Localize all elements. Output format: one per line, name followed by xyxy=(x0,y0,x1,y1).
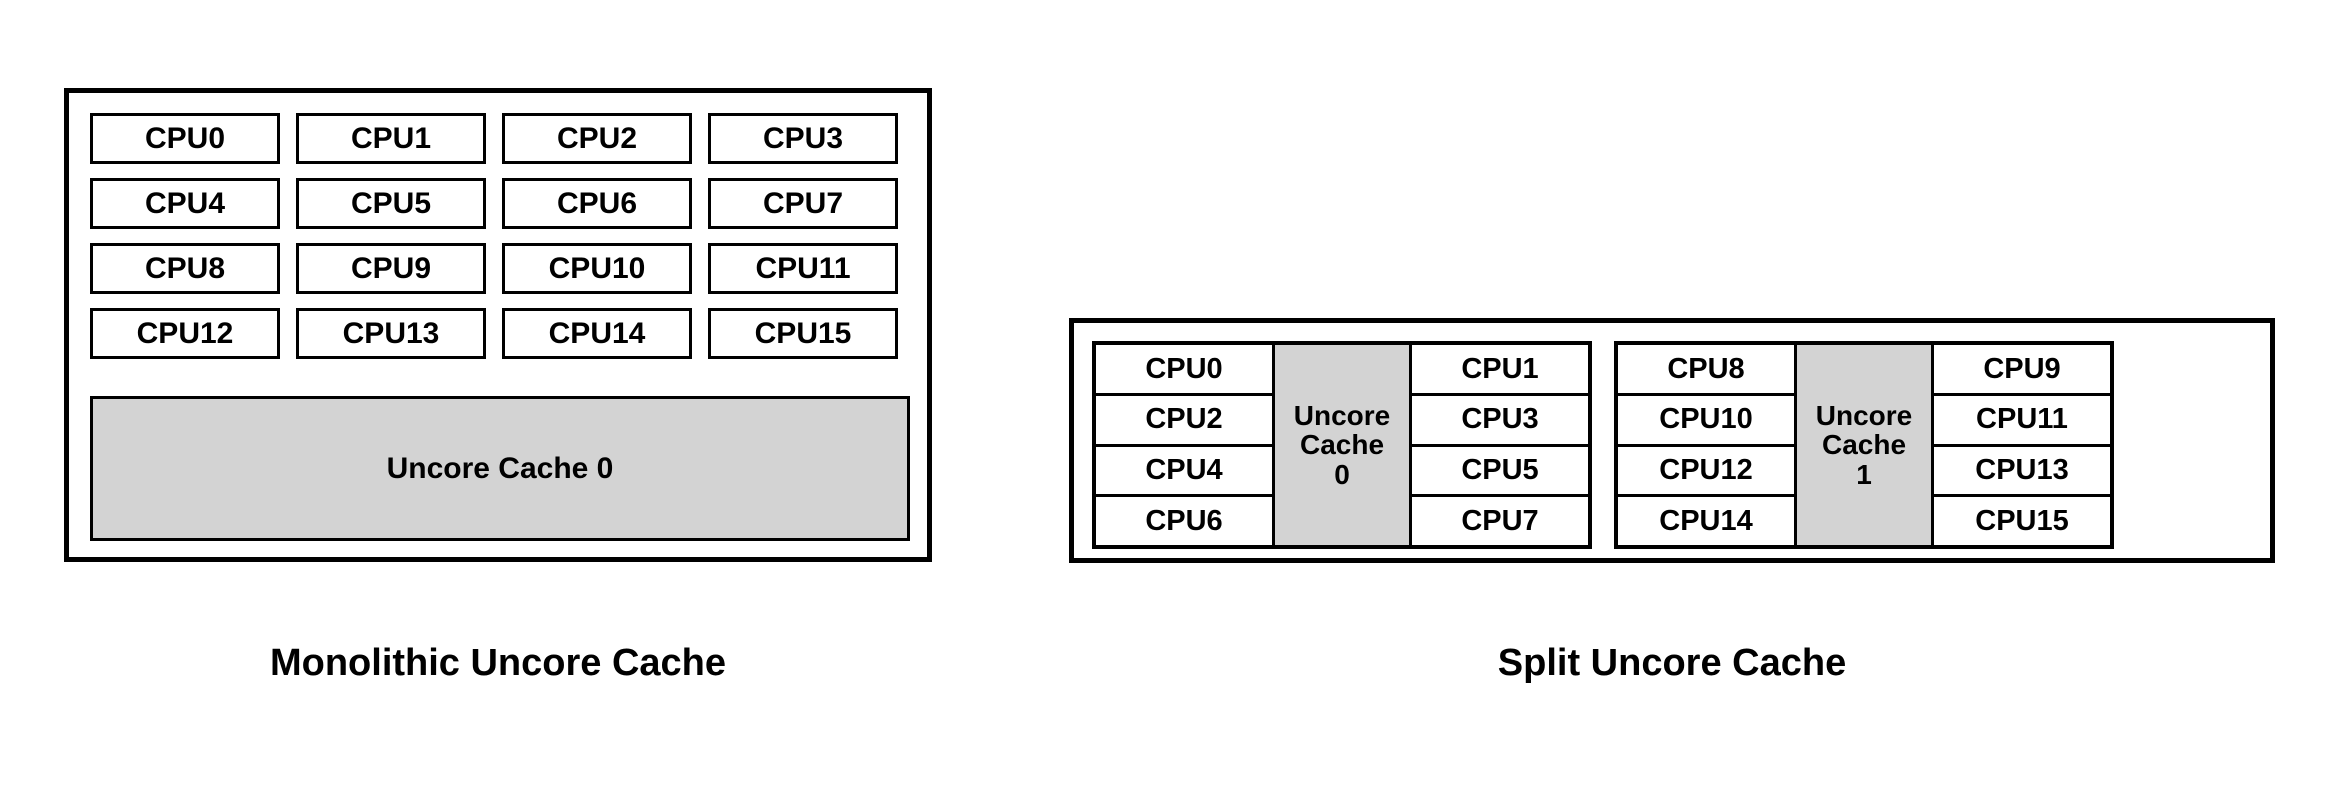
cpu-column-left: CPU0 CPU2 CPU4 CPU6 xyxy=(1096,345,1272,545)
cpu-box: CPU8 xyxy=(1618,345,1794,396)
cpu-box: CPU4 xyxy=(90,178,280,229)
uncore-cache-box: Uncore Cache 0 xyxy=(90,396,910,541)
cpu-label: CPU1 xyxy=(350,121,432,155)
cpu-label: CPU7 xyxy=(1461,504,1539,537)
cpu-box: CPU0 xyxy=(1096,345,1272,396)
split-group: CPU8 CPU10 CPU12 CPU14 Uncore Cache 1 xyxy=(1614,341,2114,549)
cpu-box: CPU6 xyxy=(1096,497,1272,545)
uncore-cache-line: Cache xyxy=(1299,429,1385,461)
split-package-box: CPU0 CPU2 CPU4 CPU6 Uncore Cache 0 xyxy=(1069,318,2275,563)
cpu-label: CPU15 xyxy=(1975,504,2069,537)
cpu-box: CPU12 xyxy=(1618,446,1794,498)
cpu-box: CPU1 xyxy=(296,113,486,164)
cpu-box: CPU3 xyxy=(708,113,898,164)
cpu-label: CPU4 xyxy=(1145,454,1223,487)
caption-text: Split Uncore Cache xyxy=(1497,642,1847,684)
split-group: CPU0 CPU2 CPU4 CPU6 Uncore Cache 0 xyxy=(1092,341,1592,549)
uncore-cache-box: Uncore Cache 1 xyxy=(1794,345,1934,545)
cpu-label: CPU13 xyxy=(342,316,440,350)
cpu-box: CPU5 xyxy=(296,178,486,229)
cpu-box: CPU5 xyxy=(1412,446,1588,498)
cpu-box: CPU12 xyxy=(90,308,280,359)
cpu-box: CPU3 xyxy=(1412,395,1588,447)
cpu-box: CPU2 xyxy=(502,113,692,164)
uncore-cache-box: Uncore Cache 0 xyxy=(1272,345,1412,545)
cpu-label: CPU2 xyxy=(556,121,638,155)
cpu-label: CPU1 xyxy=(1461,352,1539,385)
uncore-cache-line: 0 xyxy=(1334,458,1350,490)
cpu-label: CPU4 xyxy=(144,186,226,220)
uncore-cache-line: Uncore xyxy=(1293,399,1391,431)
uncore-cache-label: Uncore Cache 1 xyxy=(1816,401,1912,489)
cpu-label: CPU10 xyxy=(1659,403,1753,436)
cpu-column-right: CPU1 CPU3 CPU5 CPU7 xyxy=(1412,345,1588,545)
monolithic-package-box: CPU0 CPU1 CPU2 CPU3 CPU4 CPU5 CPU6 CPU7 … xyxy=(64,88,932,562)
cpu-label: CPU7 xyxy=(762,186,844,220)
cpu-label: CPU2 xyxy=(1145,403,1223,436)
cpu-box: CPU0 xyxy=(90,113,280,164)
cpu-box: CPU11 xyxy=(1934,395,2110,447)
cpu-box: CPU11 xyxy=(708,243,898,294)
uncore-cache-line: Cache xyxy=(1821,429,1907,461)
uncore-cache-line: 1 xyxy=(1856,458,1872,490)
cpu-box: CPU4 xyxy=(1096,446,1272,498)
cpu-label: CPU0 xyxy=(1145,352,1223,385)
cpu-label: CPU11 xyxy=(755,251,851,285)
cpu-box: CPU15 xyxy=(708,308,898,359)
cpu-label: CPU3 xyxy=(1461,403,1539,436)
uncore-cache-label: Uncore Cache 0 xyxy=(386,451,614,485)
cpu-label: CPU12 xyxy=(136,316,234,350)
cpu-box: CPU9 xyxy=(1934,345,2110,396)
cpu-label: CPU13 xyxy=(1975,454,2069,487)
cpu-column-left: CPU8 CPU10 CPU12 CPU14 xyxy=(1618,345,1794,545)
cpu-label: CPU0 xyxy=(144,121,226,155)
cpu-box: CPU9 xyxy=(296,243,486,294)
split-caption: Split Uncore Cache xyxy=(1069,642,2275,684)
cpu-label: CPU15 xyxy=(754,316,852,350)
cpu-label: CPU5 xyxy=(1461,454,1539,487)
cpu-box: CPU15 xyxy=(1934,497,2110,545)
monolithic-caption: Monolithic Uncore Cache xyxy=(64,642,932,684)
caption-text: Monolithic Uncore Cache xyxy=(269,642,727,684)
cpu-label: CPU9 xyxy=(350,251,432,285)
cpu-box: CPU1 xyxy=(1412,345,1588,396)
cpu-column-right: CPU9 CPU11 CPU13 CPU15 xyxy=(1934,345,2110,545)
cpu-box: CPU2 xyxy=(1096,395,1272,447)
cpu-box: CPU14 xyxy=(1618,497,1794,545)
cpu-box: CPU13 xyxy=(1934,446,2110,498)
cpu-box: CPU7 xyxy=(708,178,898,229)
cpu-box: CPU13 xyxy=(296,308,486,359)
cpu-label: CPU6 xyxy=(1145,504,1223,537)
monolithic-cpu-grid: CPU0 CPU1 CPU2 CPU3 CPU4 CPU5 CPU6 CPU7 … xyxy=(90,113,910,359)
cpu-box: CPU10 xyxy=(502,243,692,294)
cpu-label: CPU6 xyxy=(556,186,638,220)
cpu-label: CPU9 xyxy=(1983,352,2061,385)
cpu-label: CPU12 xyxy=(1659,454,1753,487)
cpu-box: CPU10 xyxy=(1618,395,1794,447)
cpu-box: CPU14 xyxy=(502,308,692,359)
cpu-box: CPU6 xyxy=(502,178,692,229)
cpu-label: CPU10 xyxy=(548,251,646,285)
cpu-label: CPU11 xyxy=(1976,403,2068,436)
split-groups-container: CPU0 CPU2 CPU4 CPU6 Uncore Cache 0 xyxy=(1092,341,2114,549)
cpu-label: CPU5 xyxy=(350,186,432,220)
cpu-label: CPU8 xyxy=(144,251,226,285)
cpu-label: CPU8 xyxy=(1667,352,1745,385)
cpu-label: CPU3 xyxy=(762,121,844,155)
uncore-cache-label: Uncore Cache 0 xyxy=(1294,401,1390,489)
cpu-label: CPU14 xyxy=(548,316,646,350)
cpu-label: CPU14 xyxy=(1659,504,1753,537)
uncore-cache-line: Uncore xyxy=(1815,399,1913,431)
cpu-box: CPU7 xyxy=(1412,497,1588,545)
cpu-box: CPU8 xyxy=(90,243,280,294)
